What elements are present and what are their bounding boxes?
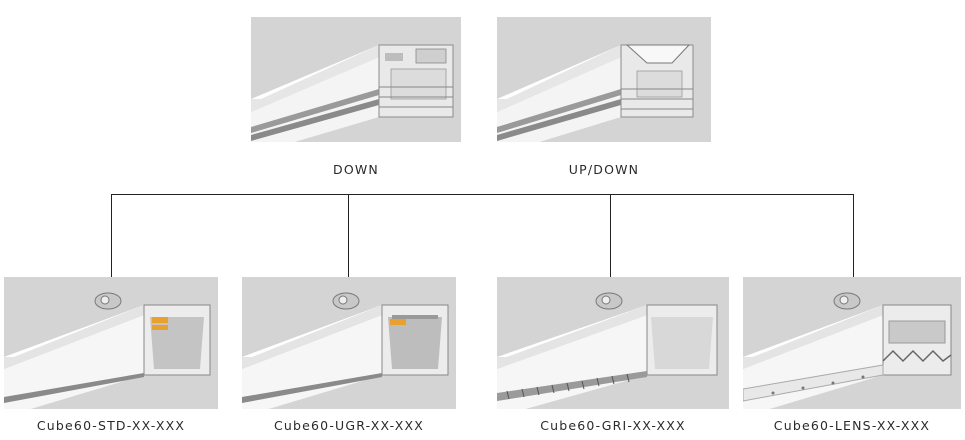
product-image-down <box>251 17 461 142</box>
product-image-lens <box>743 277 961 409</box>
connector-horizontal <box>111 194 854 195</box>
product-image-updown <box>497 17 711 142</box>
product-image-std <box>4 277 218 409</box>
connector-drop-1 <box>111 194 112 277</box>
label-down: DOWN <box>333 162 379 177</box>
label-std: Cube60-STD-XX-XXX <box>36 418 186 433</box>
label-ugr: Cube60-UGR-XX-XXX <box>273 418 425 433</box>
label-updown: UP/DOWN <box>568 162 640 177</box>
label-gri: Cube60-GRI-XX-XXX <box>540 418 686 433</box>
connector-drop-2 <box>348 194 349 277</box>
connector-drop-3 <box>610 194 611 277</box>
product-image-ugr <box>242 277 456 409</box>
label-lens: Cube60-LENS-XX-XXX <box>773 418 931 433</box>
product-image-gri <box>497 277 729 409</box>
connector-drop-4 <box>853 194 854 277</box>
